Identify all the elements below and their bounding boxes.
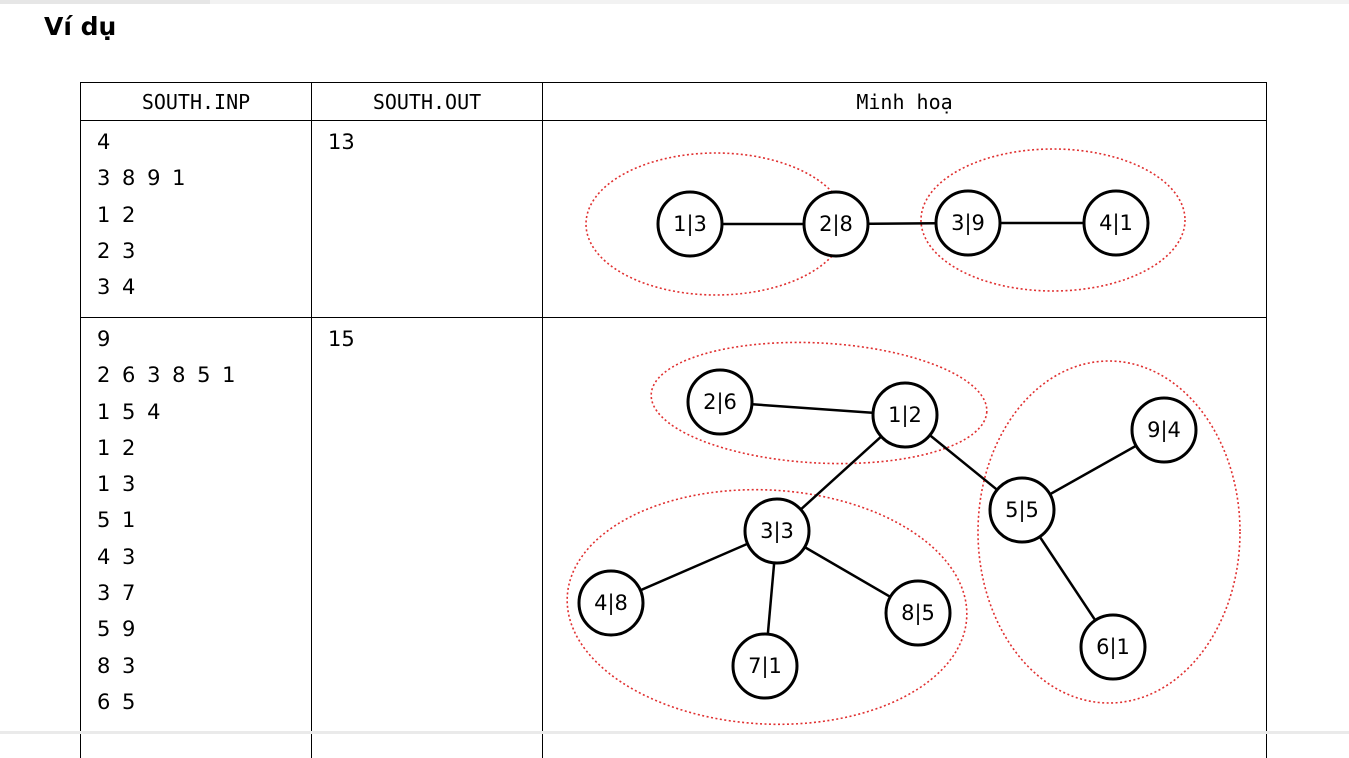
output-cell: 15 xyxy=(312,318,543,758)
illustration-cell: 2|6 1|2 9|4 3|3 5|5 4|8 8|5 6|1 7|1 xyxy=(543,318,1267,758)
input-line: 2 3 xyxy=(97,233,311,269)
node-label: 3|9 xyxy=(951,211,985,236)
header-output: SOUTH.OUT xyxy=(312,83,543,121)
input-line: 6 5 xyxy=(97,684,311,720)
illustration-cell: 1|3 2|8 3|9 4|1 xyxy=(543,121,1267,318)
node-label: 6|1 xyxy=(1096,635,1130,660)
section-heading: Ví dụ xyxy=(44,12,116,41)
input-line: 4 3 xyxy=(97,539,311,575)
top-border xyxy=(0,0,1349,4)
output-value: 13 xyxy=(312,121,542,160)
node-label: 1|3 xyxy=(673,212,707,237)
node-label: 9|4 xyxy=(1147,418,1181,443)
graph-node: 4|1 xyxy=(1084,191,1148,255)
header-input: SOUTH.INP xyxy=(81,83,312,121)
input-line: 3 8 9 1 xyxy=(97,160,311,196)
input-line: 3 4 xyxy=(97,269,311,305)
input-line: 5 9 xyxy=(97,611,311,647)
graph-node: 3|3 xyxy=(745,499,809,563)
graph-illustration-2: 2|6 1|2 9|4 3|3 5|5 4|8 8|5 6|1 7|1 xyxy=(543,318,1266,738)
input-line: 3 7 xyxy=(97,575,311,611)
graph-node: 8|5 xyxy=(886,581,950,645)
input-line: 2 6 3 8 5 1 xyxy=(97,357,311,393)
node-label: 3|3 xyxy=(760,519,794,544)
table-header-row: SOUTH.INP SOUTH.OUT Minh hoạ xyxy=(81,83,1267,121)
node-label: 1|2 xyxy=(888,403,922,428)
graph-node: 1|2 xyxy=(873,383,937,447)
input-line: 9 xyxy=(97,321,311,357)
graph-node: 7|1 xyxy=(733,634,797,698)
graph-node: 4|8 xyxy=(579,571,643,635)
graph-illustration-1: 1|3 2|8 3|9 4|1 xyxy=(543,121,1266,313)
graph-node: 9|4 xyxy=(1132,398,1196,462)
node-label: 5|5 xyxy=(1005,498,1039,523)
input-line: 5 1 xyxy=(97,502,311,538)
graph-node: 1|3 xyxy=(658,192,722,256)
input-line: 1 5 4 xyxy=(97,394,311,430)
graph-node: 2|8 xyxy=(804,192,868,256)
node-label: 2|8 xyxy=(819,212,853,237)
graph-node: 5|5 xyxy=(990,478,1054,542)
node-label: 8|5 xyxy=(901,601,935,626)
input-line: 1 2 xyxy=(97,430,311,466)
input-line: 4 xyxy=(97,124,311,160)
output-value: 15 xyxy=(312,318,542,357)
output-cell: 13 xyxy=(312,121,543,318)
graph-node: 3|9 xyxy=(936,191,1000,255)
node-label: 2|6 xyxy=(703,390,737,415)
input-line: 8 3 xyxy=(97,648,311,684)
graph-node: 6|1 xyxy=(1081,615,1145,679)
header-illustration: Minh hoạ xyxy=(543,83,1267,121)
node-label: 4|1 xyxy=(1099,211,1133,236)
input-line: 1 3 xyxy=(97,466,311,502)
input-line: 1 2 xyxy=(97,197,311,233)
node-label: 7|1 xyxy=(748,654,782,679)
node-label: 4|8 xyxy=(594,591,628,616)
graph-node: 2|6 xyxy=(688,370,752,434)
